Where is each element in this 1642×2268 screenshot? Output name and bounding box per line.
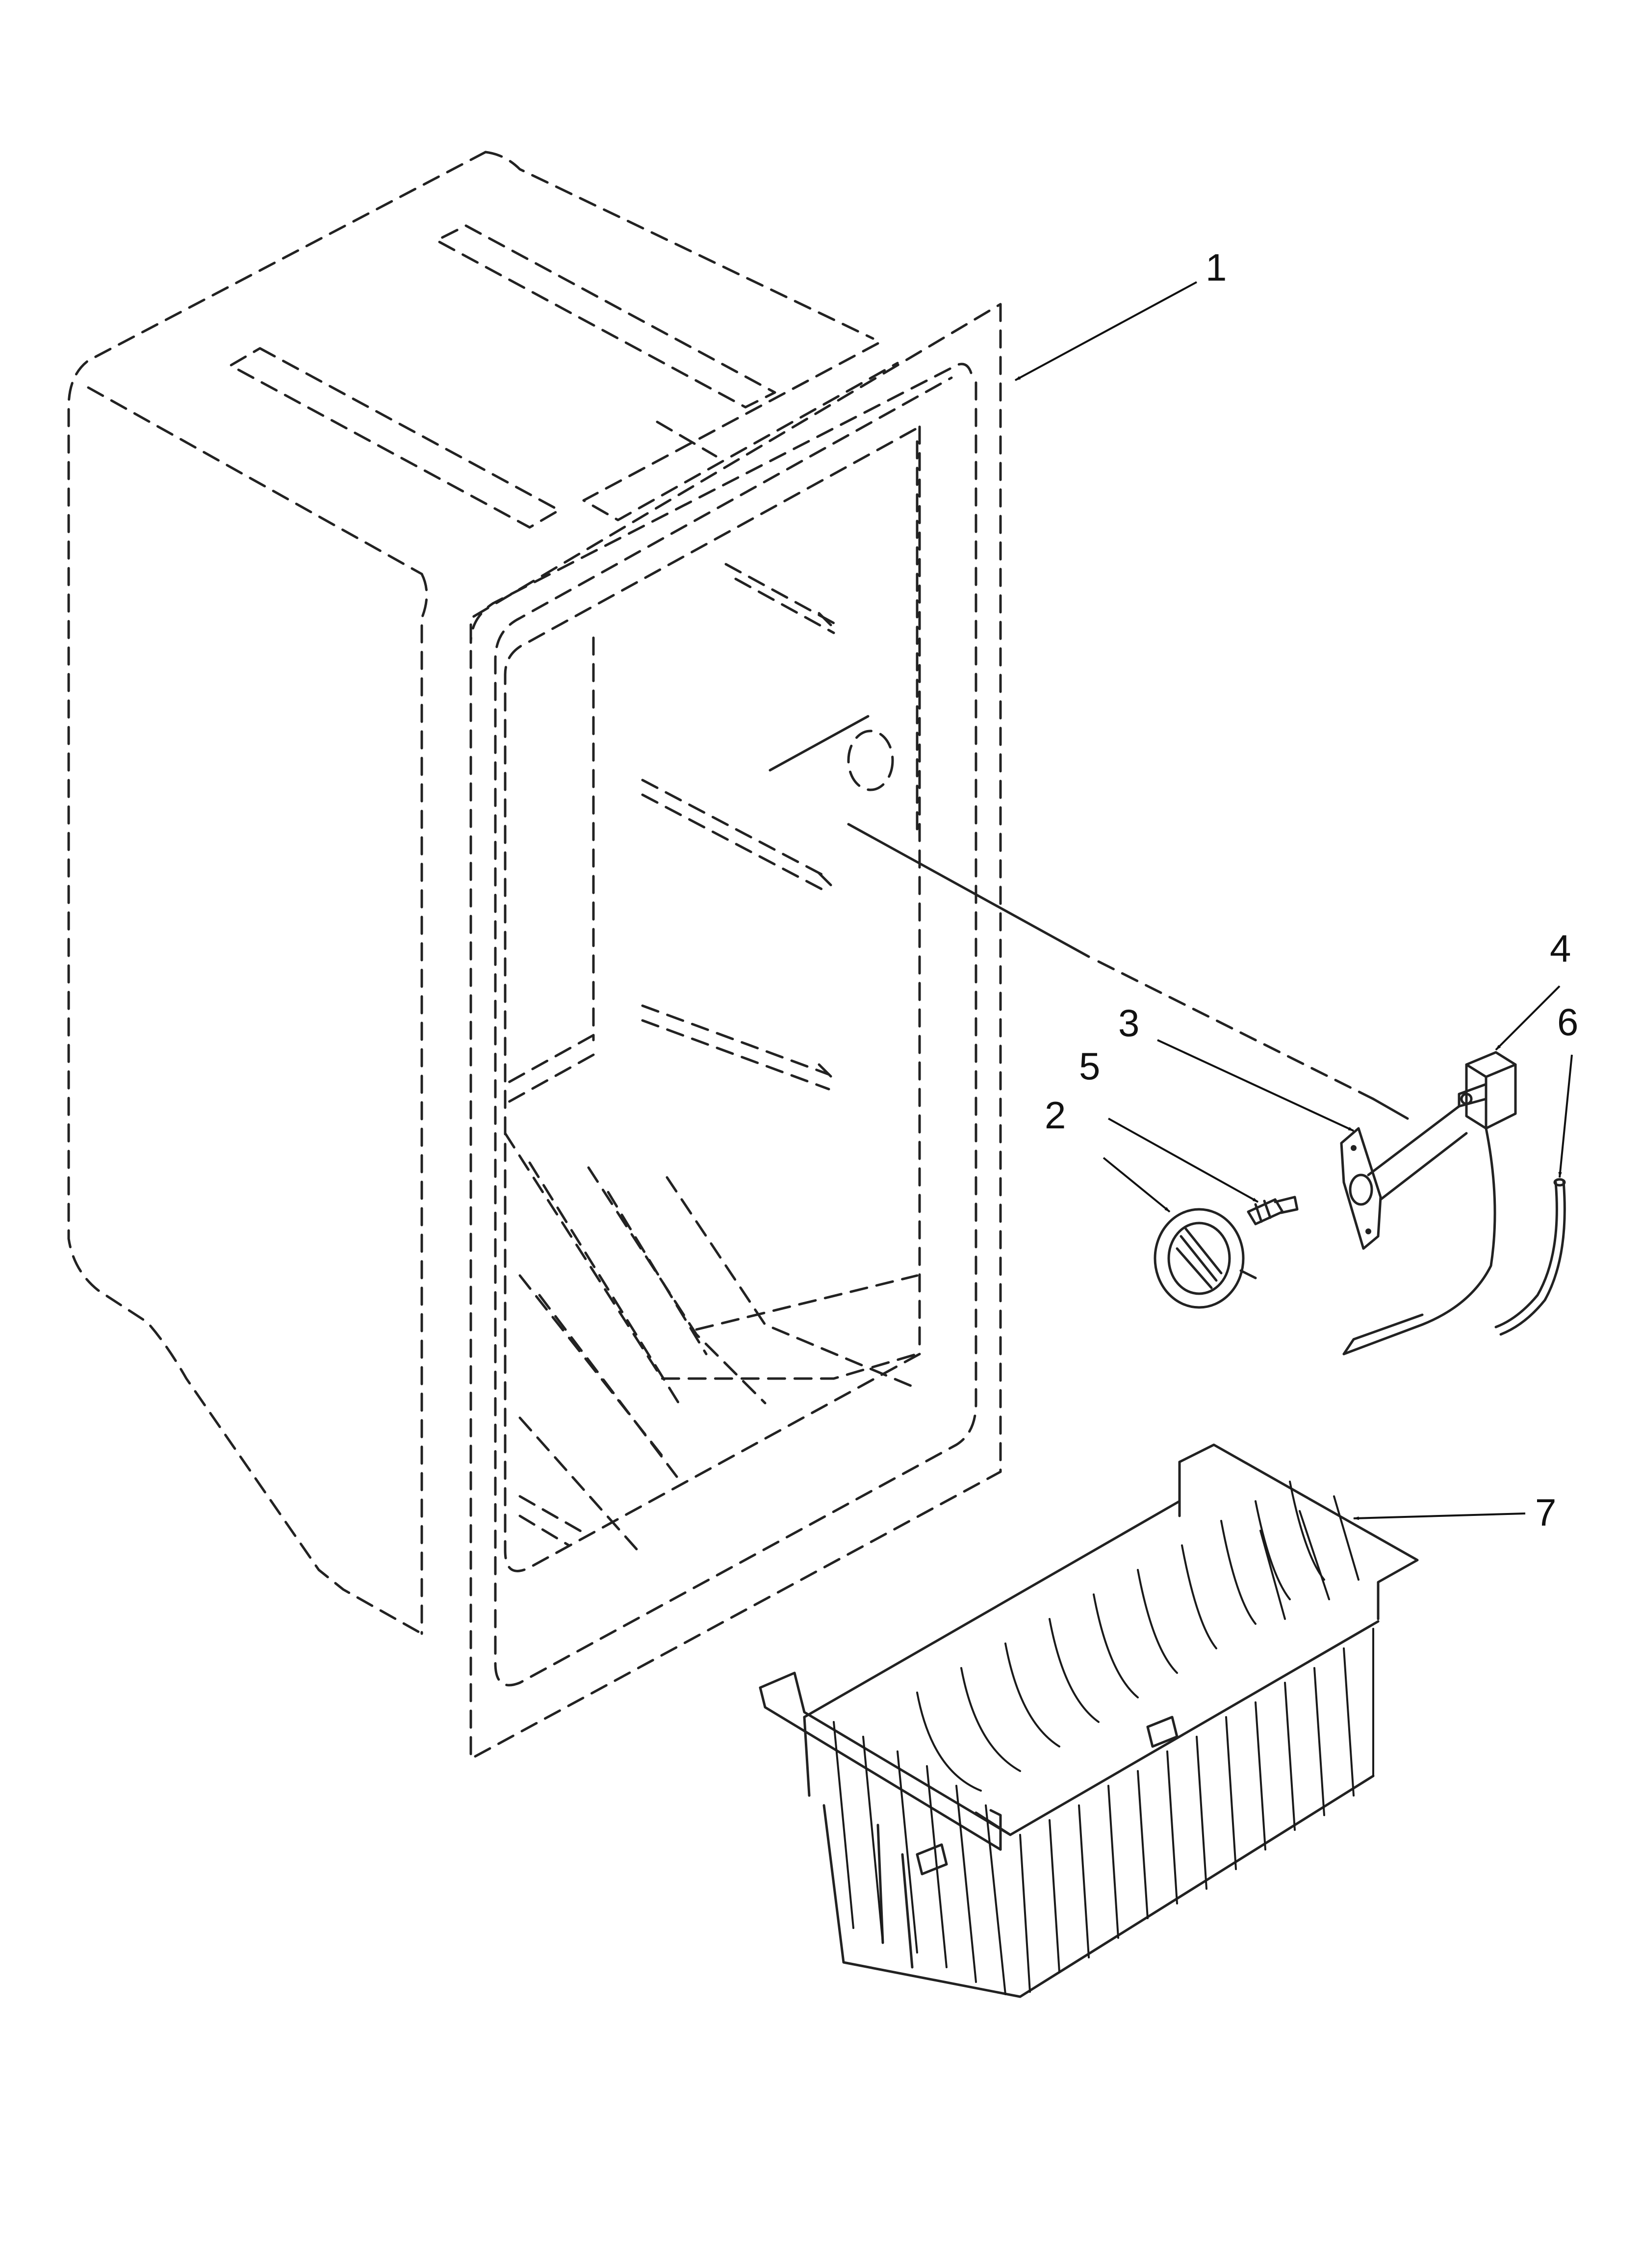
callout-2: 2	[1045, 1094, 1066, 1137]
callout-7: 7	[1535, 1491, 1556, 1534]
leader-lines	[1014, 281, 1573, 1520]
callout-4: 4	[1550, 927, 1571, 970]
thermostat	[1342, 1051, 1517, 1356]
drain-tube	[1494, 1178, 1566, 1336]
callout-1: 1	[1206, 246, 1227, 289]
callout-6: 6	[1557, 1000, 1578, 1043]
mounting-bracket	[1340, 1127, 1382, 1250]
wire-basket	[759, 1443, 1419, 1998]
control-knob	[1154, 1208, 1257, 1309]
screw	[1247, 1196, 1299, 1225]
cabinet-liner	[67, 151, 1002, 1760]
callout-labels: 1 2 3 4 5 6 7	[1045, 246, 1578, 1534]
callout-5: 5	[1079, 1044, 1100, 1088]
sensor-capillary-tube	[769, 715, 1409, 1120]
callout-3: 3	[1118, 1001, 1139, 1044]
